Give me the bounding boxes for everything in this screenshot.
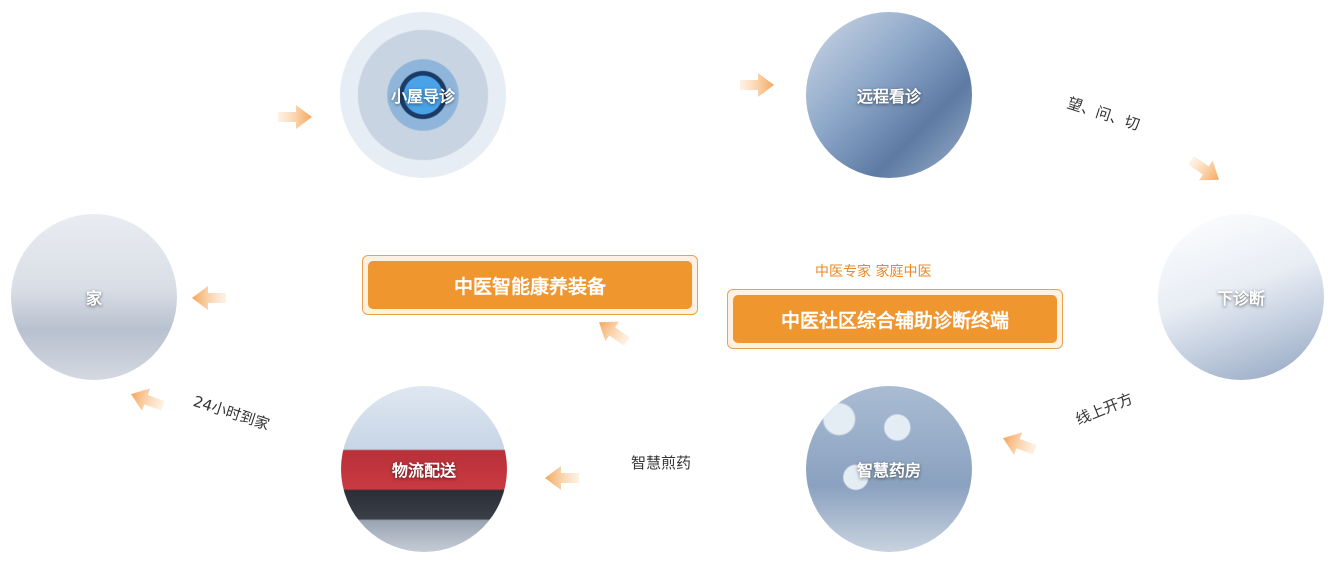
arrow-right-icon [740, 71, 774, 99]
node-guide: 小屋导诊 [340, 12, 506, 178]
arrow-left-icon [545, 464, 579, 492]
step-delivery: 24小时到家 [190, 392, 272, 434]
arrow-down-right-icon [1183, 149, 1227, 191]
arrow-left-icon [192, 284, 226, 312]
node-home-label: 家 [85, 289, 102, 308]
node-pharmacy: 智慧药房 [806, 386, 972, 552]
stethoscope-image [340, 12, 506, 178]
pills-image [806, 386, 972, 552]
node-pharmacy-label: 智慧药房 [856, 461, 921, 480]
node-remote: 远程看诊 [806, 12, 972, 178]
step-prescribe: 线上开方 [1073, 389, 1136, 429]
step-decoct: 智慧煎药 [631, 454, 692, 472]
terminal-box: 中医社区综合辅助诊断终端 [727, 289, 1063, 349]
arrow-left-icon [126, 381, 168, 419]
node-logistics-label: 物流配送 [391, 461, 456, 480]
arrow-right-icon [278, 103, 312, 131]
equipment-box: 中医智能康养装备 [362, 255, 698, 315]
arrow-up-left-icon [591, 311, 635, 353]
node-home: 家 [11, 214, 177, 380]
node-offline-label: 下诊断 [1216, 289, 1265, 308]
terminal-label: 中医社区综合辅助诊断终端 [733, 295, 1057, 343]
arrow-left-icon [998, 425, 1040, 463]
terminal-subtitle: 中医专家 家庭中医 [815, 264, 932, 280]
node-logistics: 物流配送 [341, 386, 507, 552]
home-image [11, 214, 177, 380]
writing-image [1158, 214, 1324, 380]
node-remote-label: 远程看诊 [856, 87, 921, 106]
truck-image [341, 386, 507, 552]
node-guide-label: 小屋导诊 [390, 87, 455, 106]
xray-image [806, 12, 972, 178]
node-offline: 下诊断 [1158, 214, 1324, 380]
equipment-label: 中医智能康养装备 [368, 261, 692, 309]
step-observe: 望、问、切 [1064, 93, 1142, 135]
